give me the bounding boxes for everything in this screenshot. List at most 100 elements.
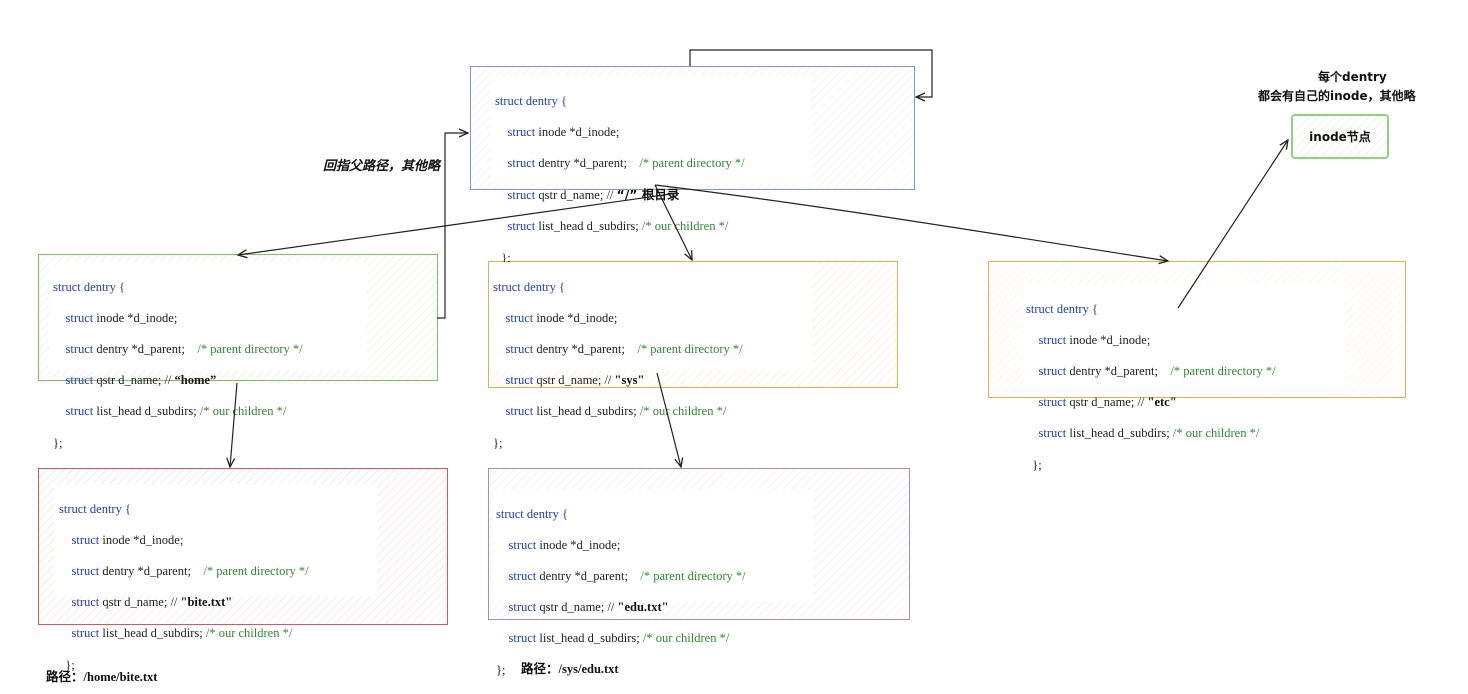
keyword: struct xyxy=(507,188,536,203)
keyword: struct xyxy=(65,310,94,325)
keyword: struct xyxy=(1038,363,1067,378)
keyword: struct xyxy=(507,219,536,234)
keyword: struct xyxy=(71,532,100,547)
struct-end: }; xyxy=(496,662,506,677)
code-edu: struct dentry { struct inode *d_inode; s… xyxy=(492,489,814,677)
node-name-sys: "sys" xyxy=(614,373,645,388)
field-inode: inode *d_inode; xyxy=(535,124,620,139)
arrow-home-to-parent xyxy=(437,133,468,319)
struct-decl: struct dentry { xyxy=(495,93,567,108)
field-name: qstr d_name; // xyxy=(533,373,615,388)
keyword: struct xyxy=(65,341,94,356)
keyword: struct xyxy=(507,124,536,139)
path-label: 路径： xyxy=(46,669,84,684)
arrow-root-to-etc xyxy=(654,184,1168,261)
comment: /* our children */ xyxy=(205,626,293,641)
keyword: struct xyxy=(1038,395,1067,410)
struct-end: }; xyxy=(53,435,63,450)
keyword: struct xyxy=(508,568,537,583)
comment: /* parent directory */ xyxy=(197,341,303,356)
struct-decl: struct dentry { xyxy=(59,501,131,516)
keyword: struct xyxy=(505,404,534,419)
node-name-home: “home” xyxy=(174,373,217,388)
struct-end: }; xyxy=(1032,457,1042,472)
comment: /* our children */ xyxy=(641,219,729,234)
arrow-home-to-bite xyxy=(230,382,238,467)
field-inode: inode *d_inode; xyxy=(93,310,178,325)
comment: /* our children */ xyxy=(1172,426,1260,441)
code-etc: struct dentry { struct inode *d_inode; s… xyxy=(1022,284,1346,472)
field-parent: dentry *d_parent; xyxy=(1066,363,1158,378)
comment: /* parent directory */ xyxy=(637,341,743,356)
path-value-home: /home/bite.txt xyxy=(83,670,158,684)
field-subdirs: list_head d_subdirs; xyxy=(93,404,200,419)
path-label: 路径： xyxy=(521,661,559,676)
struct-end: }; xyxy=(501,250,511,265)
field-parent: dentry *d_parent; xyxy=(533,341,625,356)
path-value-sys: /sys/edu.txt xyxy=(558,662,619,676)
node-name-etc: "etc" xyxy=(1147,395,1177,410)
inode-node: inode节点 xyxy=(1291,114,1389,159)
path-sys: 路径：/sys/edu.txt xyxy=(521,658,619,677)
note-own-inode: 都会有自己的inode，其他略 xyxy=(1258,89,1416,103)
keyword: struct xyxy=(508,537,537,552)
keyword: struct xyxy=(505,310,534,325)
struct-decl: struct dentry { xyxy=(496,506,568,521)
keyword: struct xyxy=(71,626,100,641)
arrow-sys-to-edu xyxy=(656,372,681,467)
comment: /* parent directory */ xyxy=(640,568,746,583)
field-inode: inode *d_inode; xyxy=(536,537,621,552)
comment: /* our children */ xyxy=(642,631,730,646)
keyword: struct xyxy=(507,155,536,170)
keyword: struct xyxy=(65,373,94,388)
keyword: struct xyxy=(71,595,100,610)
path-home: 路径：/home/bite.txt xyxy=(46,666,157,685)
field-parent: dentry *d_parent; xyxy=(99,563,191,578)
field-subdirs: list_head d_subdirs; xyxy=(535,219,642,234)
arrow-root-to-home xyxy=(238,192,679,255)
code-home: struct dentry { struct inode *d_inode; s… xyxy=(49,262,367,450)
node-name-root: “/” 根目录 xyxy=(616,187,680,203)
field-inode: inode *d_inode; xyxy=(1066,332,1151,347)
comment: /* parent directory */ xyxy=(203,563,309,578)
arrow-root-self-loop xyxy=(689,49,933,97)
field-name: qstr d_name; // xyxy=(535,188,617,203)
comment: /* our children */ xyxy=(639,404,727,419)
field-inode: inode *d_inode; xyxy=(533,310,618,325)
field-parent: dentry *d_parent; xyxy=(536,568,628,583)
field-name: qstr d_name; // xyxy=(99,595,181,610)
arrow-root-to-sys xyxy=(654,184,692,260)
comment: /* parent directory */ xyxy=(1170,363,1276,378)
struct-decl: struct dentry { xyxy=(493,279,565,294)
note-parent-back: 回指父路径，其他略 xyxy=(323,159,441,174)
field-inode: inode *d_inode; xyxy=(99,532,184,547)
keyword: struct xyxy=(1038,426,1067,441)
field-name: qstr d_name; // xyxy=(1066,395,1148,410)
struct-decl: struct dentry { xyxy=(53,279,125,294)
keyword: struct xyxy=(505,341,534,356)
node-name-edu: "edu.txt" xyxy=(617,600,669,615)
keyword: struct xyxy=(71,563,100,578)
field-name: qstr d_name; // xyxy=(536,600,618,615)
comment: /* parent directory */ xyxy=(639,155,745,170)
field-parent: dentry *d_parent; xyxy=(93,341,185,356)
code-root: struct dentry { struct inode *d_inode; s… xyxy=(491,76,811,265)
keyword: struct xyxy=(65,404,94,419)
field-subdirs: list_head d_subdirs; xyxy=(1066,426,1173,441)
field-name: qstr d_name; // xyxy=(93,373,175,388)
keyword: struct xyxy=(508,631,537,646)
struct-end: }; xyxy=(493,435,503,450)
arrow-inode-to-node xyxy=(1177,140,1288,309)
keyword: struct xyxy=(1038,332,1067,347)
field-parent: dentry *d_parent; xyxy=(535,155,627,170)
code-sys: struct dentry { struct inode *d_inode; s… xyxy=(489,262,812,450)
note-each-dentry: 每个dentry xyxy=(1318,70,1387,84)
struct-end: }; xyxy=(65,657,75,672)
field-subdirs: list_head d_subdirs; xyxy=(99,626,206,641)
code-bite: struct dentry { struct inode *d_inode; s… xyxy=(55,484,377,672)
field-subdirs: list_head d_subdirs; xyxy=(533,404,640,419)
struct-decl: struct dentry { xyxy=(1026,301,1098,316)
keyword: struct xyxy=(505,373,534,388)
keyword: struct xyxy=(508,600,537,615)
